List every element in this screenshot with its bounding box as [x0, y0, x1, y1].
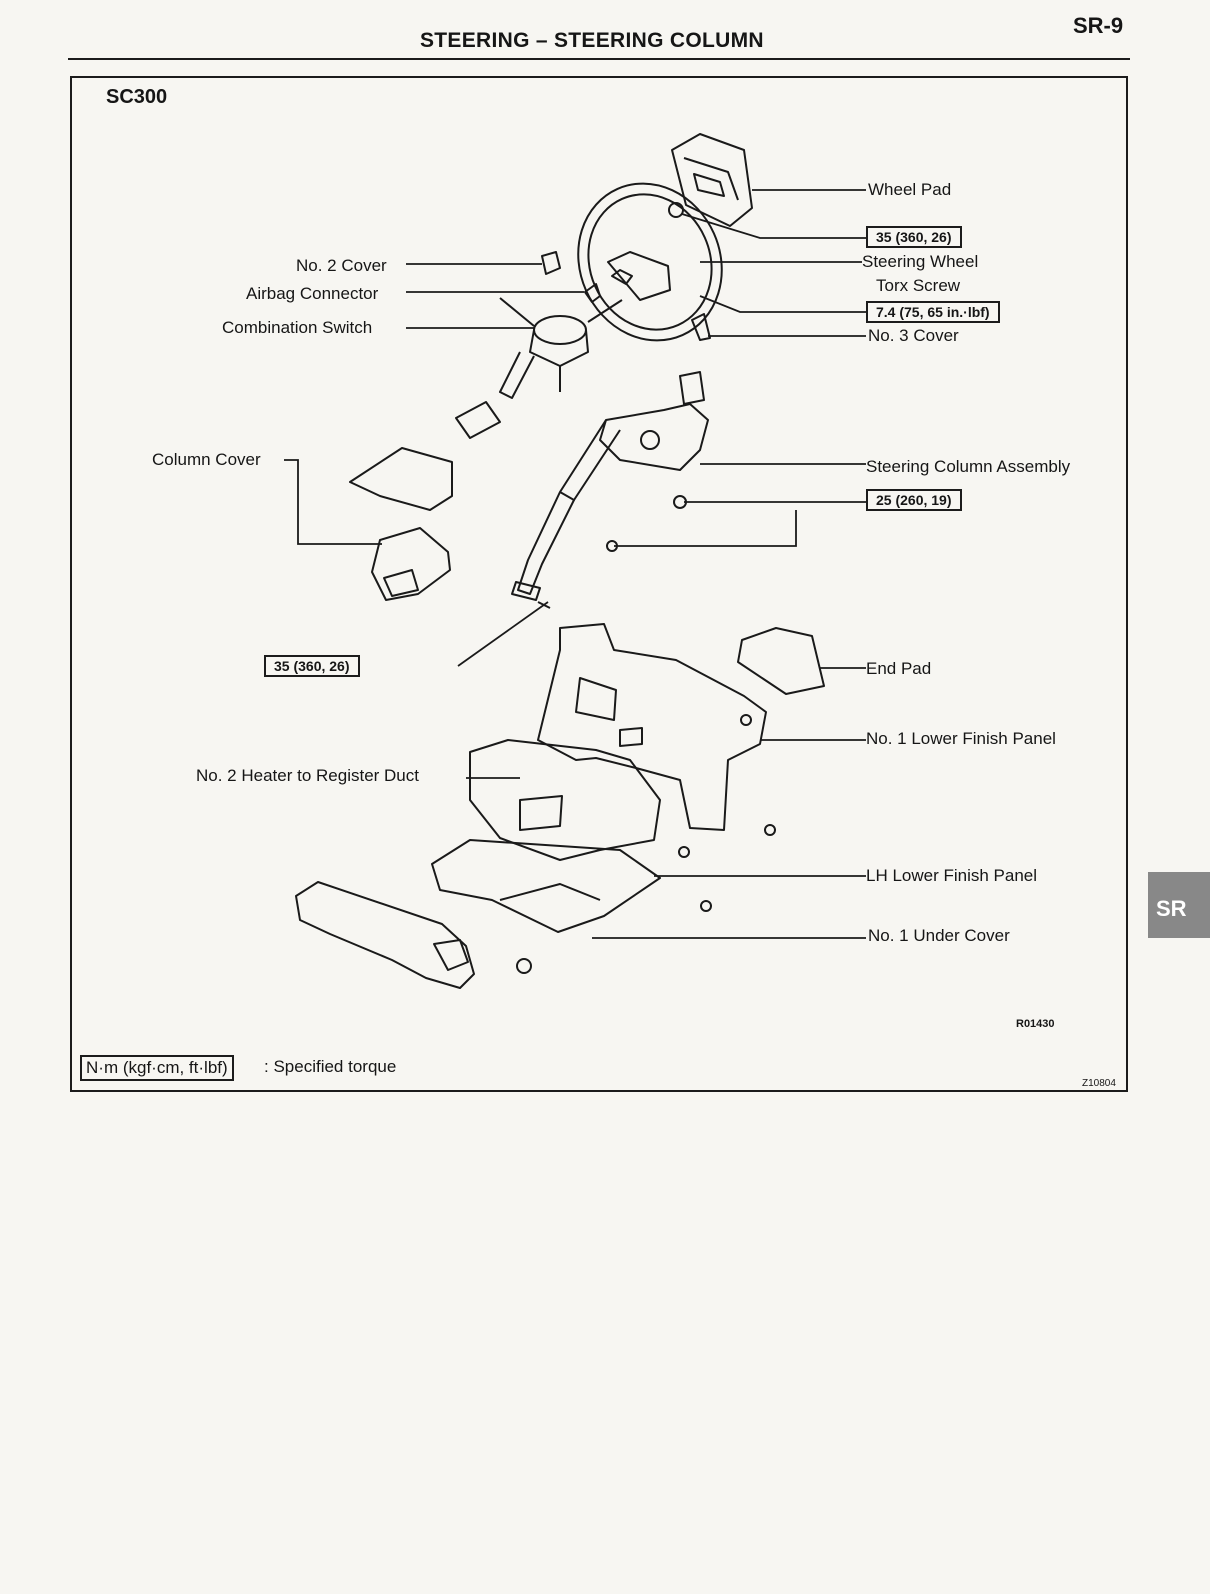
model-label: SC300 [106, 86, 168, 108]
section-tab [1148, 872, 1210, 938]
lh-lower-finish-panel-part [431, 739, 661, 933]
steering-column-part [511, 371, 709, 601]
wheel-pad-part [671, 133, 753, 227]
end-pad-part [737, 627, 825, 695]
label-no2-heater-duct: No. 2 Heater to Register Duct [196, 766, 419, 785]
under-cover-part [295, 881, 532, 989]
label-no1-under-cover: No. 1 Under Cover [868, 926, 1010, 945]
label-torx-screw: Torx Screw [876, 276, 961, 295]
label-no2-cover: No. 2 Cover [296, 256, 387, 275]
label-steering-column-assembly: Steering Column Assembly [866, 457, 1071, 476]
torque-column: 25 (260, 19) [866, 489, 962, 511]
no3-cover-part [691, 313, 711, 341]
label-no1-lower-finish-panel: No. 1 Lower Finish Panel [866, 729, 1056, 748]
label-lh-lower-finish-panel: LH Lower Finish Panel [866, 866, 1038, 885]
torque-wheel-nut: 35 (360, 26) [866, 226, 962, 248]
torque-bolt: 35 (360, 26) [264, 655, 360, 677]
label-steering-wheel: Steering Wheel [862, 252, 979, 271]
label-no3-cover: No. 3 Cover [868, 326, 959, 345]
airbag-connector-part [584, 283, 601, 303]
label-wheel-pad: Wheel Pad [868, 180, 952, 199]
page-number: SR-9 [1073, 13, 1124, 38]
page-title: STEERING – STEERING COLUMN [420, 29, 764, 52]
combination-switch-part [455, 297, 623, 439]
legend-unit-box: N·m (kgf·cm, ft·lbf) [80, 1055, 234, 1081]
header-rule [68, 58, 1130, 60]
lower-finish-panel-part [537, 623, 767, 831]
legend-text: : Specified torque [264, 1057, 397, 1076]
label-column-cover: Column Cover [152, 450, 261, 469]
page-code: Z10804 [1082, 1078, 1116, 1089]
torque-torx-screw: 7.4 (75, 65 in.·lbf) [866, 301, 1000, 323]
column-cover-part [349, 447, 453, 601]
no2-cover-part [541, 251, 561, 275]
label-end-pad: End Pad [866, 659, 932, 678]
section-tab-label: SR [1156, 896, 1187, 921]
label-combination-switch: Combination Switch [222, 318, 373, 337]
diagram-frame [70, 76, 1128, 1092]
label-airbag-connector: Airbag Connector [246, 284, 379, 303]
figure-code: R01430 [1016, 1018, 1055, 1030]
